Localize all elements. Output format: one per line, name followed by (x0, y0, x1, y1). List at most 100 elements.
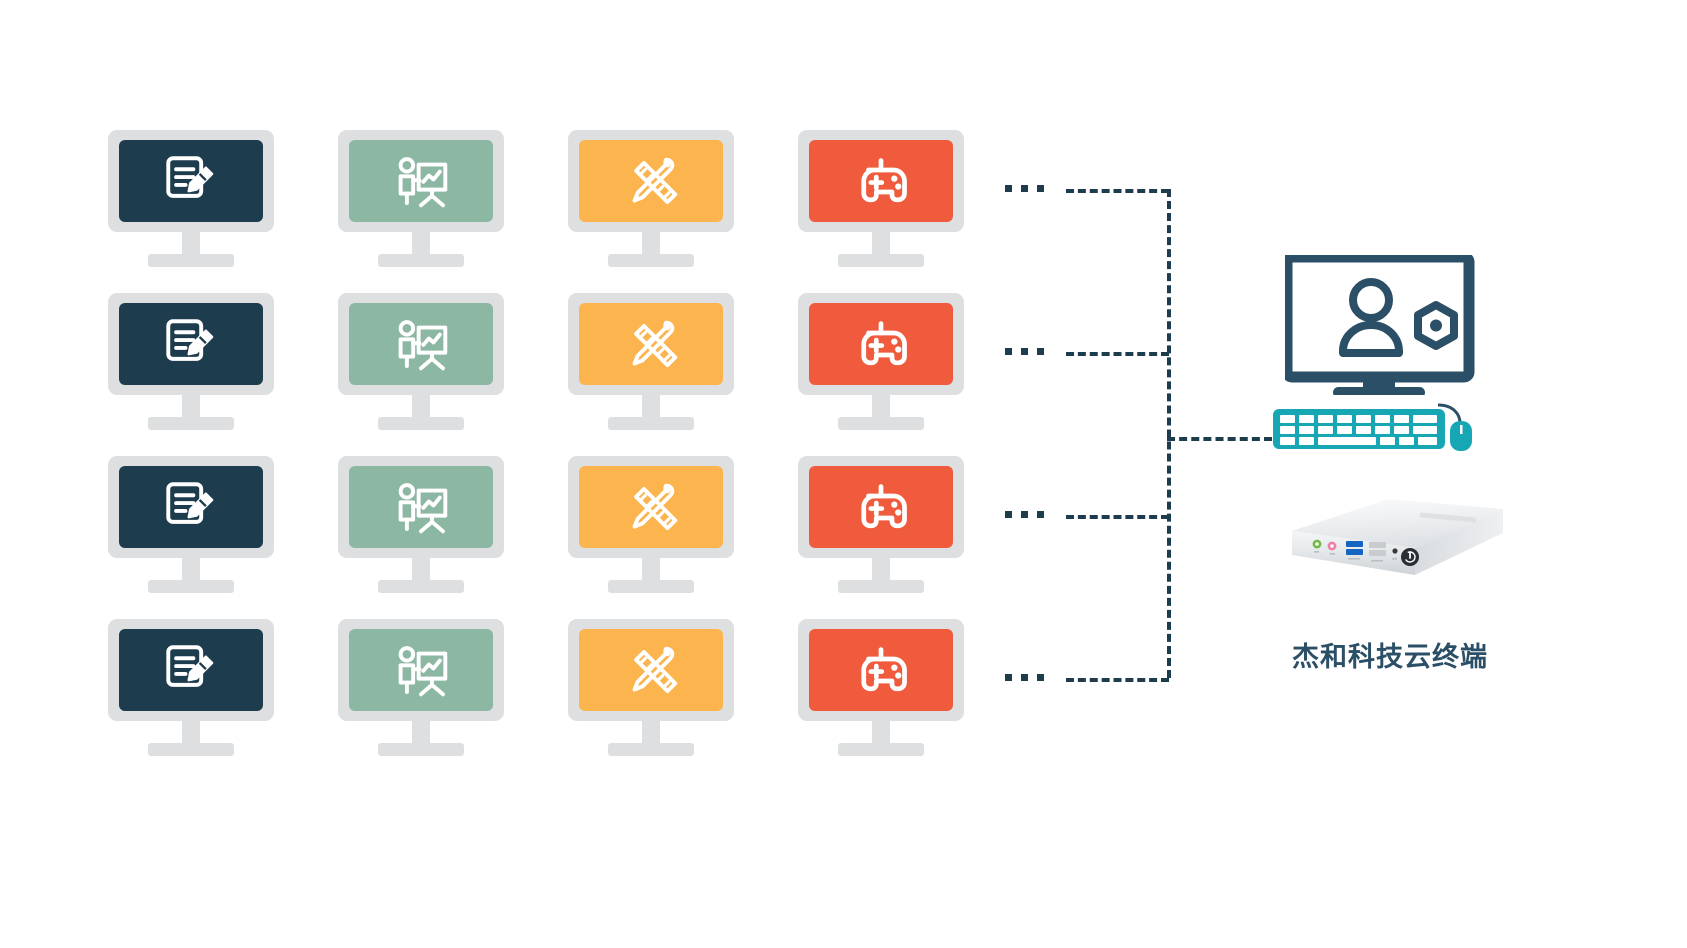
usb3-port-upper (1346, 541, 1363, 547)
monitor-base (1333, 387, 1425, 398)
connector-to-terminal (1167, 437, 1272, 441)
row-ellipsis-3 (1005, 511, 1044, 518)
client-monitor-design[interactable] (568, 293, 734, 433)
mini-pc-top (1292, 499, 1503, 548)
client-monitor-grid (108, 130, 988, 770)
monitor-base (148, 417, 234, 430)
monitor-base (608, 254, 694, 267)
cloud-terminal-group: 杰和科技云终端 (1270, 251, 1520, 715)
monitor-neck (642, 395, 660, 418)
monitor-base (378, 417, 464, 430)
ellipsis-dot (1021, 674, 1028, 681)
presentation-chart-icon (398, 320, 448, 371)
terminal-monitor-svg (1281, 251, 1475, 398)
monitor-neck (412, 558, 430, 581)
monitor-neck (642, 558, 660, 581)
mini-pc-device (1270, 485, 1505, 605)
pencil-ruler-icon (632, 646, 678, 694)
monitor-neck (412, 232, 430, 255)
pencil-ruler-icon (632, 157, 678, 205)
monitor-neck (872, 232, 890, 255)
presentation-chart-icon (398, 483, 448, 534)
presentation-chart-icon (398, 157, 448, 208)
client-monitor-design[interactable] (568, 456, 734, 596)
terminal-name-label: 杰和科技云终端 (1292, 642, 1488, 673)
client-monitor-design[interactable] (568, 619, 734, 759)
monitor-neck (642, 232, 660, 255)
monitor-neck (872, 721, 890, 744)
monitor-base (608, 580, 694, 593)
ellipsis-dot (1005, 185, 1012, 192)
monitor-neck (872, 395, 890, 418)
monitor-neck (182, 232, 200, 255)
monitor-screen (579, 629, 723, 711)
client-monitor-presentation[interactable] (338, 456, 504, 596)
document-edit-icon (166, 319, 215, 361)
usb2-port-upper (1369, 542, 1386, 548)
reset-pinhole[interactable] (1392, 548, 1398, 554)
client-monitor-document[interactable] (108, 456, 274, 596)
gamepad-icon (852, 152, 910, 210)
monitor-screen (809, 629, 953, 711)
client-monitor-document[interactable] (108, 619, 274, 759)
user-body-icon (1339, 321, 1403, 357)
client-monitor-design[interactable] (568, 130, 734, 270)
client-monitor-document[interactable] (108, 130, 274, 270)
usb3-port-lower (1346, 549, 1363, 555)
ellipsis-dot (1005, 674, 1012, 681)
ellipsis-dot (1037, 348, 1044, 355)
monitor-screen (119, 629, 263, 711)
mini-pc-brand-emboss (1419, 512, 1477, 523)
monitor-base (608, 743, 694, 756)
monitor-base (148, 743, 234, 756)
client-monitor-presentation[interactable] (338, 293, 504, 433)
connector-row-3 (1066, 515, 1169, 519)
monitor-screen (119, 303, 263, 385)
pencil-ruler-icon (632, 320, 678, 368)
connector-row-2 (1066, 352, 1169, 356)
connector-vertical-bus (1167, 189, 1171, 678)
gamepad-icon (852, 478, 910, 536)
keyboard-mouse-svg (1273, 403, 1472, 451)
document-edit-icon (166, 156, 215, 198)
client-monitor-document[interactable] (108, 293, 274, 433)
user-head-icon (1349, 278, 1393, 322)
ellipsis-dot (1005, 511, 1012, 518)
monitor-screen (119, 466, 263, 548)
gamepad-icon (852, 315, 910, 373)
monitor-neck (412, 395, 430, 418)
ellipsis-dot (1021, 348, 1028, 355)
monitor-base (148, 254, 234, 267)
ellipsis-dot (1021, 185, 1028, 192)
client-monitor-gaming[interactable] (798, 130, 964, 270)
mini-pc-svg (1292, 499, 1503, 575)
row-ellipsis-1 (1005, 185, 1044, 192)
client-monitor-presentation[interactable] (338, 619, 504, 759)
mini-pc-port-captions (1314, 551, 1397, 562)
client-monitor-gaming[interactable] (798, 456, 964, 596)
gamepad-icon (852, 641, 910, 699)
client-monitor-gaming[interactable] (798, 293, 964, 433)
monitor-screen (809, 466, 953, 548)
monitor-base (148, 580, 234, 593)
mini-pc-front-ports (1312, 539, 1419, 566)
monitor-screen (809, 303, 953, 385)
monitor-screen (349, 629, 493, 711)
monitor-screen (119, 140, 263, 222)
monitor-screen (349, 303, 493, 385)
client-monitor-gaming[interactable] (798, 619, 964, 759)
document-edit-icon (166, 482, 215, 524)
monitor-base (838, 417, 924, 430)
document-edit-icon (166, 645, 215, 687)
keyboard-keys (1280, 415, 1437, 445)
presentation-chart-icon (398, 646, 448, 697)
mouse-cable (1437, 403, 1462, 424)
connector-row-4 (1066, 678, 1169, 682)
monitor-base (838, 580, 924, 593)
mouse-wheel (1460, 425, 1463, 434)
terminal-input-devices (1270, 401, 1485, 451)
monitor-neck (412, 721, 430, 744)
monitor-screen (579, 466, 723, 548)
gear-center-icon (1430, 319, 1442, 332)
client-monitor-presentation[interactable] (338, 130, 504, 270)
